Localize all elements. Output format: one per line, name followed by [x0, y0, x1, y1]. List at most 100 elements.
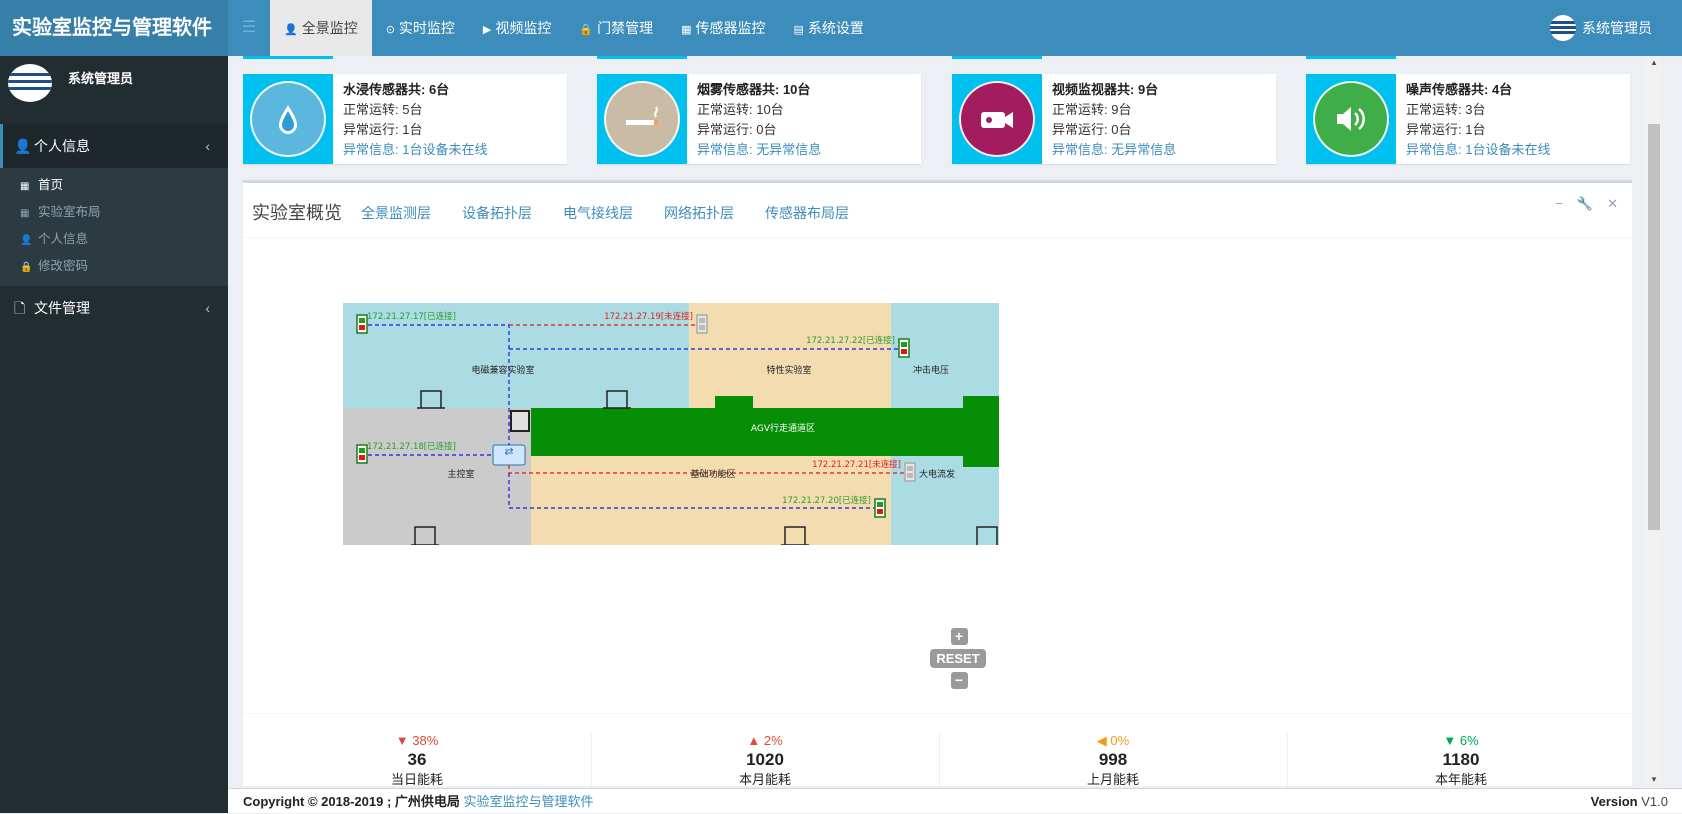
- sidebar-item-lab-layout[interactable]: ▦实验室布局: [0, 199, 228, 226]
- sidebar-user-panel: 系统管理员: [0, 56, 228, 110]
- sensor-normal: 正常运转: 10台: [697, 102, 784, 117]
- user-menu[interactable]: 系统管理员: [1550, 0, 1652, 56]
- clock-icon: ⊙: [385, 24, 395, 36]
- room-emc-lab: [343, 303, 689, 408]
- zoom-reset-button[interactable]: RESET: [930, 649, 986, 668]
- water-drop-icon: [250, 81, 326, 157]
- smoke-icon: [604, 81, 680, 157]
- cabinet-icon: [510, 410, 530, 432]
- sidebar-item-file-management[interactable]: 🗋文件管理 ‹: [0, 286, 228, 330]
- user-icon: 👤: [20, 235, 33, 246]
- network-switch-icon: ⇄: [492, 444, 526, 466]
- sensor-title: 噪声传感器共: 4台: [1406, 82, 1513, 97]
- network-device-icon: [356, 314, 368, 334]
- smoke-sensor-box: 烟雾传感器共: 10台正常运转: 10台异常运行: 0台异常信息: 无异常信息: [597, 74, 921, 164]
- caret-down-icon: ▼: [1443, 733, 1457, 748]
- caret-left-icon: ◀: [1096, 733, 1107, 748]
- tab-system-settings[interactable]: ▤系统设置: [793, 20, 864, 36]
- room-label: 大电流发: [919, 468, 955, 480]
- tab-realtime-monitor[interactable]: ⊙实时监控: [385, 20, 455, 36]
- version-info: Version V1.0: [1590, 794, 1668, 809]
- sidebar-item-profile[interactable]: 👤个人信息: [0, 226, 228, 253]
- sensor-info-link[interactable]: 异常信息: 无异常信息: [697, 142, 822, 157]
- lab-overview-panel: 实验室概览 全景监测层 设备拓扑层 电气接线层 网络拓扑层 传感器布局层 − 🔧…: [243, 180, 1632, 786]
- device-ip-label: 172.21.27.17[已连接]: [367, 311, 456, 322]
- footer-app-link[interactable]: 实验室监控与管理软件: [463, 794, 594, 809]
- tab-panorama-monitor[interactable]: 👤全景监控: [270, 0, 372, 56]
- scrollbar-thumb[interactable]: [1648, 124, 1660, 530]
- zoom-in-button[interactable]: +: [950, 628, 968, 645]
- scrolled-box-edge: [952, 56, 1042, 59]
- table-icon: ▦: [20, 181, 30, 192]
- close-icon[interactable]: ✕: [1607, 196, 1618, 211]
- room-label: 基础功能区: [690, 468, 735, 480]
- user-icon: 👤: [14, 138, 32, 154]
- minimize-icon[interactable]: −: [1555, 196, 1563, 211]
- sensor-title: 视频监视器共: 9台: [1052, 82, 1159, 97]
- layer-network-topology[interactable]: 网络拓扑层: [664, 205, 734, 221]
- sidebar-item-change-password[interactable]: 🔒修改密码: [0, 253, 228, 280]
- sensor-normal: 正常运转: 9台: [1052, 102, 1132, 117]
- chevron-left-icon: ‹: [205, 138, 210, 154]
- zoom-out-button[interactable]: −: [950, 672, 968, 689]
- user-name: 系统管理员: [1582, 20, 1652, 36]
- room-label: 冲击电压: [913, 364, 949, 376]
- layer-tabs: 全景监测层 设备拓扑层 电气接线层 网络拓扑层 传感器布局层: [361, 203, 880, 223]
- room-label: 特性实验室: [766, 364, 811, 376]
- room-characteristic-lab: [689, 303, 891, 408]
- zoom-controls: + RESET −: [930, 628, 988, 689]
- sensor-info-link[interactable]: 异常信息: 1台设备未在线: [1406, 142, 1551, 157]
- sensor-info-link[interactable]: 异常信息: 无异常信息: [1052, 142, 1177, 157]
- table-icon: ▦: [681, 24, 692, 36]
- device-ip-label: 172.21.27.18[已连接]: [367, 441, 456, 452]
- network-device-icon: [874, 498, 886, 518]
- water-sensor-box: 水浸传感器共: 6台正常运转: 5台异常运行: 1台异常信息: 1台设备未在线: [243, 74, 567, 164]
- sensor-title: 烟雾传感器共: 10台: [697, 82, 811, 97]
- sensor-abnormal: 异常运行: 0台: [1052, 122, 1132, 137]
- scrolled-box-edge: [243, 56, 333, 59]
- sensor-abnormal: 异常运行: 0台: [697, 122, 777, 137]
- noise-sensor-box: 噪声传感器共: 4台正常运转: 3台异常运行: 1台异常信息: 1台设备未在线: [1306, 74, 1630, 164]
- list-icon: ▤: [793, 24, 804, 36]
- wrench-icon[interactable]: 🔧: [1576, 196, 1594, 211]
- sidebar-item-home[interactable]: ▦首页: [0, 172, 228, 199]
- scrolled-box-edge: [1306, 56, 1396, 59]
- scroll-down-arrow-icon[interactable]: ▼: [1650, 775, 1658, 784]
- sidebar-user-name: 系统管理员: [68, 71, 134, 86]
- panel-header: 实验室概览 全景监测层 设备拓扑层 电气接线层 网络拓扑层 传感器布局层 − 🔧…: [243, 183, 1632, 238]
- vertical-scrollbar[interactable]: ▲ ▼: [1646, 56, 1662, 786]
- room-label: 主控室: [447, 468, 474, 480]
- layer-device-topology[interactable]: 设备拓扑层: [462, 205, 532, 221]
- file-icon: 🗋: [14, 300, 26, 316]
- layer-electrical-wiring[interactable]: 电气接线层: [563, 205, 633, 221]
- network-device-icon: [356, 444, 368, 464]
- sidebar-item-personal-info[interactable]: 👤个人信息 ‹: [0, 124, 228, 168]
- avatar: [1550, 15, 1576, 41]
- device-ip-label: 172.21.27.20[已连接]: [782, 495, 871, 506]
- tab-sensor-monitor[interactable]: ▦传感器监控: [681, 20, 766, 36]
- network-device-icon: [904, 462, 916, 482]
- tab-access-control[interactable]: 🔒门禁管理: [579, 20, 654, 36]
- lock-icon: 🔒: [579, 24, 594, 36]
- sidebar-submenu: ▦首页 ▦实验室布局 👤个人信息 🔒修改密码: [0, 168, 228, 286]
- app-logo-title[interactable]: 实验室监控与管理软件: [0, 0, 228, 56]
- device-ip-label: 172.21.27.21[未连接]: [812, 459, 901, 470]
- tab-video-monitor[interactable]: ▶视频监控: [482, 20, 552, 36]
- sensor-normal: 正常运转: 3台: [1406, 102, 1486, 117]
- device-ip-label: 172.21.27.22[已连接]: [806, 335, 895, 346]
- layer-panorama[interactable]: 全景监测层: [361, 205, 431, 221]
- room-control: [343, 408, 531, 545]
- sensor-abnormal: 异常运行: 1台: [1406, 122, 1486, 137]
- sidebar-toggle-button[interactable]: ☰: [241, 19, 257, 36]
- scroll-up-arrow-icon[interactable]: ▲: [1650, 58, 1658, 67]
- top-navbar: 实验室监控与管理软件 ☰ 👤全景监控 ⊙实时监控 ▶视频监控 🔒门禁管理 ▦传感…: [0, 0, 1682, 56]
- sensor-info-link[interactable]: 异常信息: 1台设备未在线: [343, 142, 488, 157]
- layer-sensor-layout[interactable]: 传感器布局层: [765, 205, 849, 221]
- chevron-left-icon: ‹: [205, 300, 210, 316]
